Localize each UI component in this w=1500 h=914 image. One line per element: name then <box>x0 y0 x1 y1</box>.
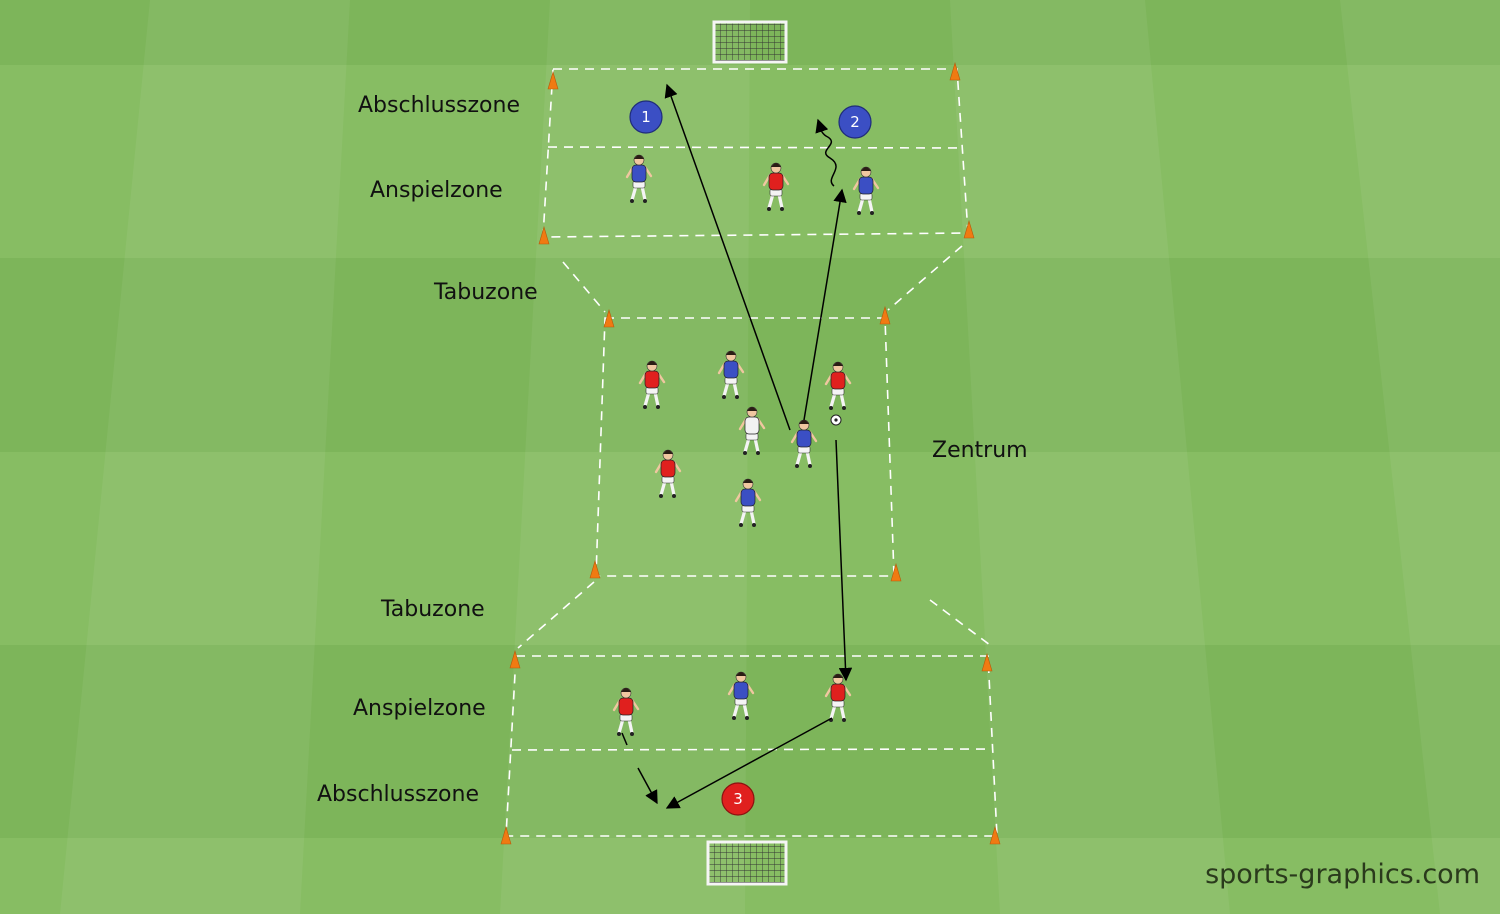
player-red <box>824 361 852 410</box>
label-top-passing-zone: Anspielzone <box>370 178 503 203</box>
bottom-goal <box>706 840 788 886</box>
cones <box>500 61 1001 845</box>
bottom-area-outline <box>505 655 998 837</box>
cone <box>589 559 601 579</box>
arrows <box>621 83 853 809</box>
top-zone-divider <box>547 146 964 149</box>
pass-arrow-to-2 <box>803 188 847 421</box>
player-red <box>612 687 640 736</box>
bottom-taboo-line-left <box>517 581 595 649</box>
top-goal <box>712 20 788 64</box>
badge-2: 2 <box>838 105 872 139</box>
cone <box>989 825 1001 845</box>
label-top-taboo-zone: Tabuzone <box>433 280 538 305</box>
bottom-taboo-line-right <box>929 599 991 646</box>
player-white <box>738 406 766 455</box>
pass-arrow-to-3 <box>665 717 833 809</box>
player-red <box>638 360 666 409</box>
player-red <box>654 449 682 498</box>
label-bottom-passing-zone: Anspielzone <box>353 696 486 721</box>
player-blue <box>625 154 653 203</box>
bottom-zone-divider <box>511 748 994 751</box>
player-red <box>762 162 790 211</box>
badge-1: 1 <box>629 100 663 134</box>
badge-2-label: 2 <box>850 113 860 131</box>
players <box>612 154 880 736</box>
top-taboo-line-right <box>887 245 963 311</box>
player-blue <box>790 419 818 468</box>
credit-watermark: sports-graphics.com <box>1205 859 1480 890</box>
player-blue <box>734 478 762 527</box>
cone <box>981 652 993 672</box>
cone <box>890 562 902 582</box>
badge-1-label: 1 <box>641 108 651 126</box>
player-blue <box>717 350 745 399</box>
cone <box>538 225 550 245</box>
run-arrow-3b <box>637 767 658 805</box>
player-blue <box>727 671 755 720</box>
label-bottom-taboo-zone: Tabuzone <box>380 597 485 622</box>
cone <box>603 308 615 328</box>
cone <box>509 649 521 669</box>
pass-arrow-down <box>835 439 853 682</box>
badge-3-label: 3 <box>733 790 743 808</box>
player-blue <box>852 166 880 215</box>
cone <box>879 305 891 325</box>
cone <box>547 70 559 90</box>
label-center-zone: Zentrum <box>932 438 1028 463</box>
cone <box>500 825 512 845</box>
label-top-finishing-zone: Abschlusszone <box>358 93 520 118</box>
run-arrow-3a <box>621 732 628 746</box>
cone <box>963 219 975 239</box>
label-bottom-finishing-zone: Abschlusszone <box>317 782 479 807</box>
cone <box>949 61 961 81</box>
dribble-arrow-2 <box>815 118 837 187</box>
pass-arrow-to-1 <box>664 83 791 431</box>
ball <box>830 414 842 426</box>
top-taboo-line-left <box>562 261 606 313</box>
badge-3: 3 <box>721 782 755 816</box>
